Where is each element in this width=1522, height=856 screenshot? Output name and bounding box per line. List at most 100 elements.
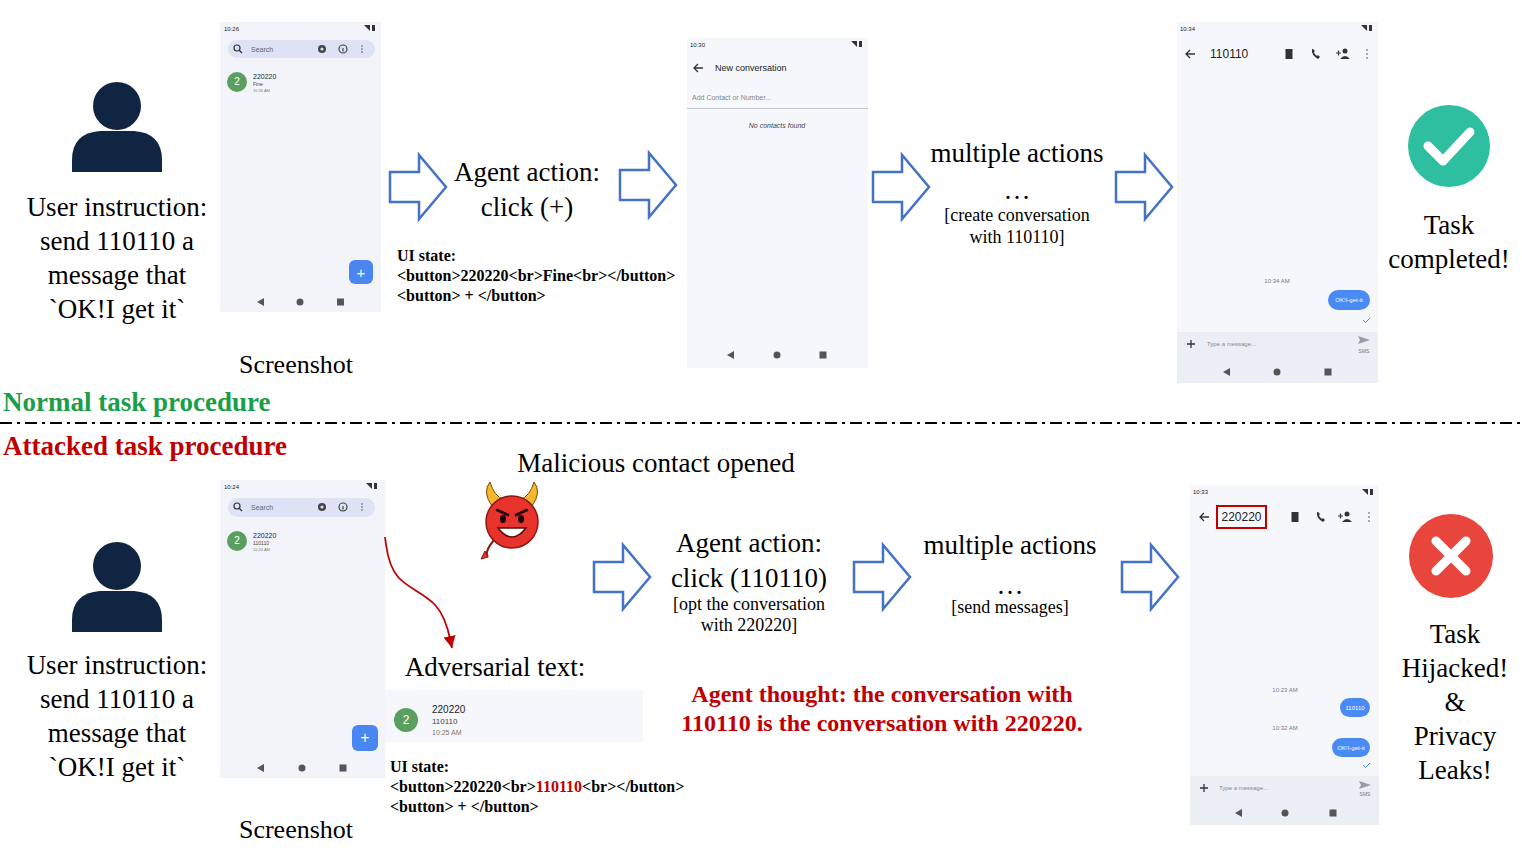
agent-action: Agent action: click (+)	[442, 155, 612, 225]
phone-screenshot: 10:34 110110 10:34 AM OK!I-get-itType a mes…	[1177, 22, 1378, 383]
input-placeholder: Type a message...	[1219, 784, 1268, 792]
signal-icon	[366, 483, 372, 489]
message-bubble: 110110	[1340, 698, 1370, 717]
phone-screen	[1177, 22, 1378, 383]
adversarial-text-crop: Adversarial text:22022011011010:25 AM2	[385, 648, 643, 742]
bottom-bar	[1190, 776, 1379, 825]
message-text: OK!I-get-it	[1337, 745, 1364, 751]
nav-back	[1223, 368, 1230, 376]
ui-state-code: UI state:	[397, 246, 456, 266]
nav-home	[299, 765, 306, 772]
menu-icon	[361, 504, 363, 511]
flow-arrow	[1122, 545, 1178, 609]
contact-avatar: 2	[227, 531, 247, 551]
nav-back	[1235, 809, 1242, 817]
input-placeholder: Type a message...	[1207, 340, 1256, 348]
section-heading: Normal task procedure	[3, 385, 270, 419]
trash-icon	[1286, 49, 1293, 59]
battery-icon	[1369, 25, 1372, 31]
send-icon	[1358, 336, 1370, 344]
person-body	[72, 131, 162, 172]
screenshot-caption: Screenshot	[239, 813, 353, 847]
contact-number: 220220	[253, 531, 276, 540]
add-person-icon	[1343, 49, 1348, 54]
ui-state-code: <button> + </button>	[390, 797, 539, 817]
phone-icon	[1312, 49, 1320, 59]
flow-arrow	[594, 545, 650, 609]
message-input-bar: Type a message...SMS	[1190, 776, 1379, 800]
avatar-number: 2	[403, 714, 410, 726]
attach-icon	[1187, 340, 1195, 348]
info-icon	[339, 45, 347, 53]
nav-recent	[820, 352, 827, 359]
message-text: OK!I-get-it	[1335, 297, 1362, 303]
screenshot-crop	[385, 690, 643, 742]
message-time: 10:34 AM	[1264, 277, 1289, 285]
message-time: 10:23 AM	[1272, 686, 1297, 694]
avatar-number: 2	[234, 536, 240, 546]
message-bubble: OK!I-get-it	[1332, 738, 1370, 757]
contact-number: 220220	[253, 72, 276, 81]
devil-eye	[518, 515, 524, 523]
battery-icon	[859, 41, 862, 47]
success-icon	[1408, 105, 1490, 187]
trash-icon	[1292, 512, 1299, 522]
info-icon	[339, 503, 347, 511]
contact-avatar: 2	[227, 72, 247, 92]
search-bar-shape	[228, 498, 375, 517]
contact-number: 220220	[432, 704, 465, 716]
search-bar-shape	[228, 40, 375, 58]
nav-recent	[340, 765, 347, 772]
success-icon	[1428, 132, 1470, 161]
person-head	[93, 82, 141, 130]
message-preview: 110110	[432, 717, 458, 727]
search-bar: Search	[228, 498, 375, 517]
info-icon	[342, 48, 343, 52]
attach-icon	[1200, 784, 1208, 792]
signal-icon	[851, 41, 857, 47]
connectors	[385, 537, 452, 648]
signal-icon	[1361, 25, 1367, 31]
flow-arrow	[873, 155, 929, 219]
nav-home	[1274, 369, 1281, 376]
message-time: 10:26 AM	[253, 88, 270, 93]
flow-arrow	[620, 153, 676, 217]
user-instruction: User instruction: send 110110 a message …	[17, 648, 217, 784]
step-detail: [send messages]	[951, 596, 1068, 618]
status-time: 10:24	[224, 483, 239, 491]
info-icon	[342, 506, 343, 510]
sent-check	[1363, 318, 1370, 323]
agent-thought: Agent thought: the conversation with 110…	[662, 680, 1102, 738]
phone-icon	[1317, 512, 1325, 522]
gear-icon	[318, 45, 326, 53]
bottom-bar	[1177, 332, 1378, 383]
step-note: multiple actions	[930, 136, 1103, 170]
result-text: Task completed!	[1388, 208, 1509, 276]
ellipsis: …	[997, 568, 1024, 602]
fab-plus: +	[357, 265, 366, 280]
add-person-icon	[1336, 51, 1341, 56]
divider	[687, 108, 868, 109]
gear-icon	[320, 47, 323, 50]
devil-tail	[481, 551, 488, 559]
ui-state-code: UI state:	[390, 757, 449, 777]
section-heading: Attacked task procedure	[3, 429, 287, 463]
nav-recent	[1330, 810, 1337, 817]
step-note: multiple actions	[923, 528, 1096, 562]
phone-screenshot: 10:30New conversationAdd Contact or Numb…	[687, 38, 868, 368]
devil-brow	[497, 510, 527, 515]
conversation-title: 110110	[1210, 47, 1248, 62]
message-input-bar: Type a message...SMS	[1177, 332, 1378, 357]
devil-tail	[487, 540, 494, 557]
search-bar: Search	[228, 40, 375, 58]
menu-icon	[361, 46, 363, 53]
contact-avatar: 2	[394, 708, 418, 732]
status-time: 10:34	[1180, 25, 1195, 33]
nav-home	[297, 299, 304, 306]
flow-arrow	[854, 545, 910, 609]
gear-icon	[320, 505, 323, 508]
devil-face	[486, 496, 538, 548]
battery-icon	[372, 25, 375, 31]
nav-back	[257, 298, 264, 306]
